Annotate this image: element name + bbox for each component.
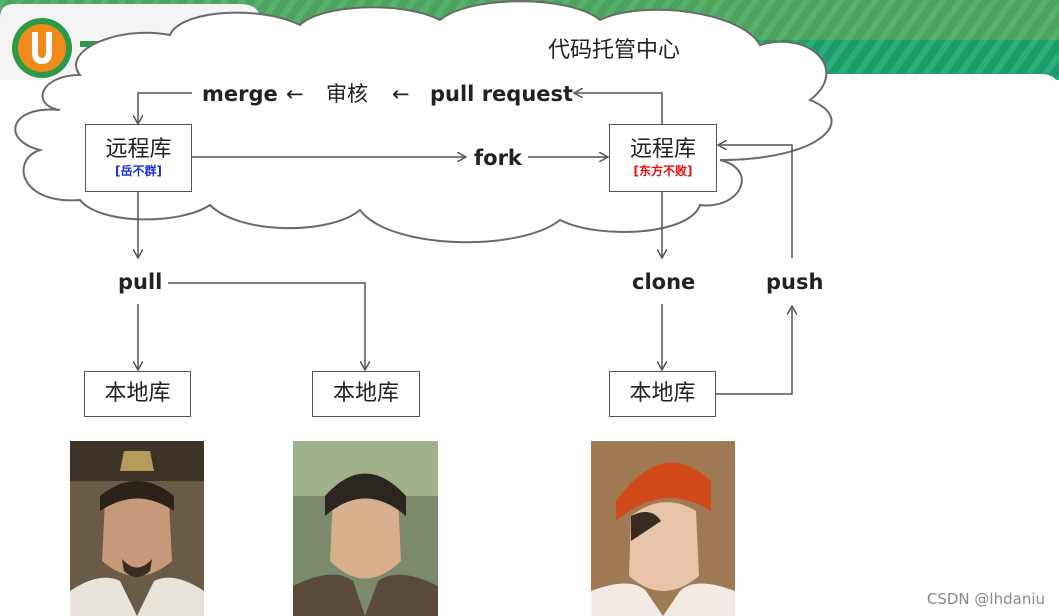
label-review: 审核 xyxy=(326,82,368,106)
connector-push-to-remote-right xyxy=(718,145,793,258)
local-repo-2: 本地库 xyxy=(312,371,420,417)
label-pull-request: pull request xyxy=(430,82,574,106)
logo-icon xyxy=(12,18,120,78)
connector-remote-right-to-pull-request xyxy=(574,93,663,124)
local-repo-1: 本地库 xyxy=(84,371,191,417)
label-fork: fork xyxy=(474,146,522,170)
remote-repo-right-title: 远程库 xyxy=(629,137,696,162)
portrait-linghu-chong xyxy=(293,441,438,616)
local-repo-1-title: 本地库 xyxy=(104,381,171,406)
label-merge: merge xyxy=(202,82,278,106)
remote-repo-right: 远程库 [东方不败] xyxy=(609,124,717,192)
portrait-yue-buqun xyxy=(70,441,204,616)
local-repo-3-title: 本地库 xyxy=(629,381,696,406)
arrow-left-1: ← xyxy=(286,82,304,106)
cloud-title: 代码托管中心 xyxy=(548,38,681,63)
remote-repo-left-owner: [岳不群] xyxy=(115,164,162,178)
connector-pull-to-local-2 xyxy=(168,282,365,370)
remote-repo-left: 远程库 [岳不群] xyxy=(85,124,192,192)
local-repo-3: 本地库 xyxy=(609,371,716,417)
arrow-left-2: ← xyxy=(392,82,410,106)
connector-merge-to-remote-left xyxy=(138,92,192,124)
label-push: push xyxy=(766,270,824,294)
watermark: CSDN @lhdaniu xyxy=(926,590,1045,608)
portrait-dongfang-bubai xyxy=(591,441,735,616)
label-pull: pull xyxy=(118,270,163,294)
remote-repo-right-owner: [东方不败] xyxy=(633,164,693,178)
remote-repo-left-title: 远程库 xyxy=(105,137,172,162)
local-repo-2-title: 本地库 xyxy=(332,381,399,406)
connector-local-3-to-push xyxy=(716,306,792,395)
label-clone: clone xyxy=(632,270,696,294)
